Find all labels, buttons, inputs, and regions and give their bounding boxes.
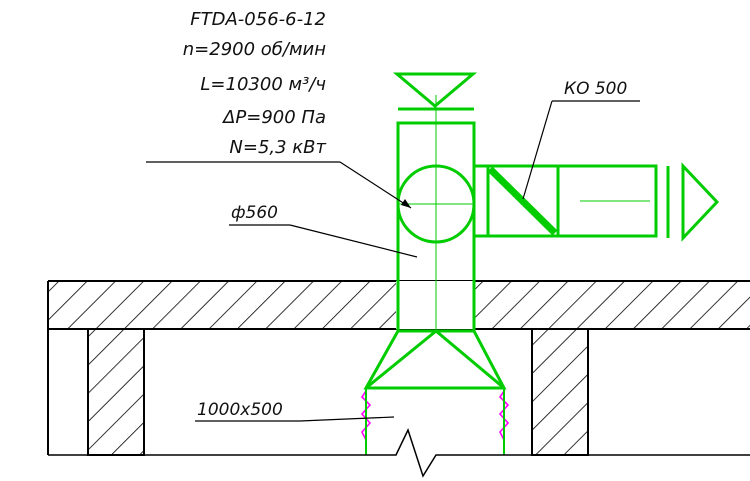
flex-connector-left [360,390,372,441]
column-right [531,328,589,456]
slab-opening [396,281,474,329]
duct-rect-leader [299,416,395,422]
fan-airflow: L=10300 м³/ч [200,74,326,95]
column-left [87,328,145,456]
intake-triangle [392,72,478,108]
fan-pressure: ΔP=900 Па [223,107,326,128]
flex-connector-right [498,390,510,441]
outlet-triangle [681,162,720,242]
transition-inner [365,329,441,390]
transition-piece [363,329,507,390]
break-line [48,427,750,478]
duct-round-label: ф560 [231,203,278,223]
spec-leader [339,161,412,209]
valve-leader [522,100,553,200]
transition-inner-2 [431,329,505,390]
spec-leader-arrow [401,199,411,208]
valve-label: КО 500 [564,79,628,99]
duct-rect-label: 1000х500 [197,400,283,420]
fan-speed: n=2900 об/мин [182,39,326,60]
valve-body [486,164,560,238]
fan-model: FTDA-056-6-12 [190,9,326,30]
horizontal-duct [472,164,658,238]
fan-power: N=5,3 кВт [229,137,326,158]
valve-blade [487,166,558,236]
duct-round-leader [289,224,418,258]
